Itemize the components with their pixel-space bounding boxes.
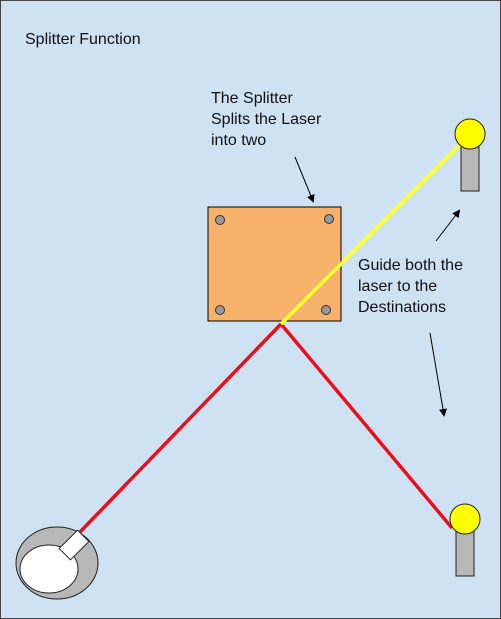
arrow-icon xyxy=(294,156,315,203)
destination-icon[interactable] xyxy=(454,118,486,192)
arrow-icon xyxy=(429,332,447,417)
page-title: Splitter Function xyxy=(25,31,141,48)
splitter-box[interactable] xyxy=(207,206,342,322)
screw-icon xyxy=(215,305,225,315)
laser-beam-red-incoming xyxy=(78,322,283,534)
screw-icon xyxy=(324,214,334,224)
destination-icon[interactable] xyxy=(449,503,481,577)
arrow-icon xyxy=(435,209,461,242)
laser-emitter-icon[interactable] xyxy=(15,526,99,600)
guide-annotation: Guide both the laser to the Destinations xyxy=(358,257,463,316)
splitter-annotation: The Splitter Splits the Laser into two xyxy=(211,90,322,149)
laser-beam-yellow xyxy=(279,136,469,326)
screw-icon xyxy=(321,305,331,315)
laser-beam-red-outgoing xyxy=(279,322,454,530)
screw-icon xyxy=(215,215,225,225)
